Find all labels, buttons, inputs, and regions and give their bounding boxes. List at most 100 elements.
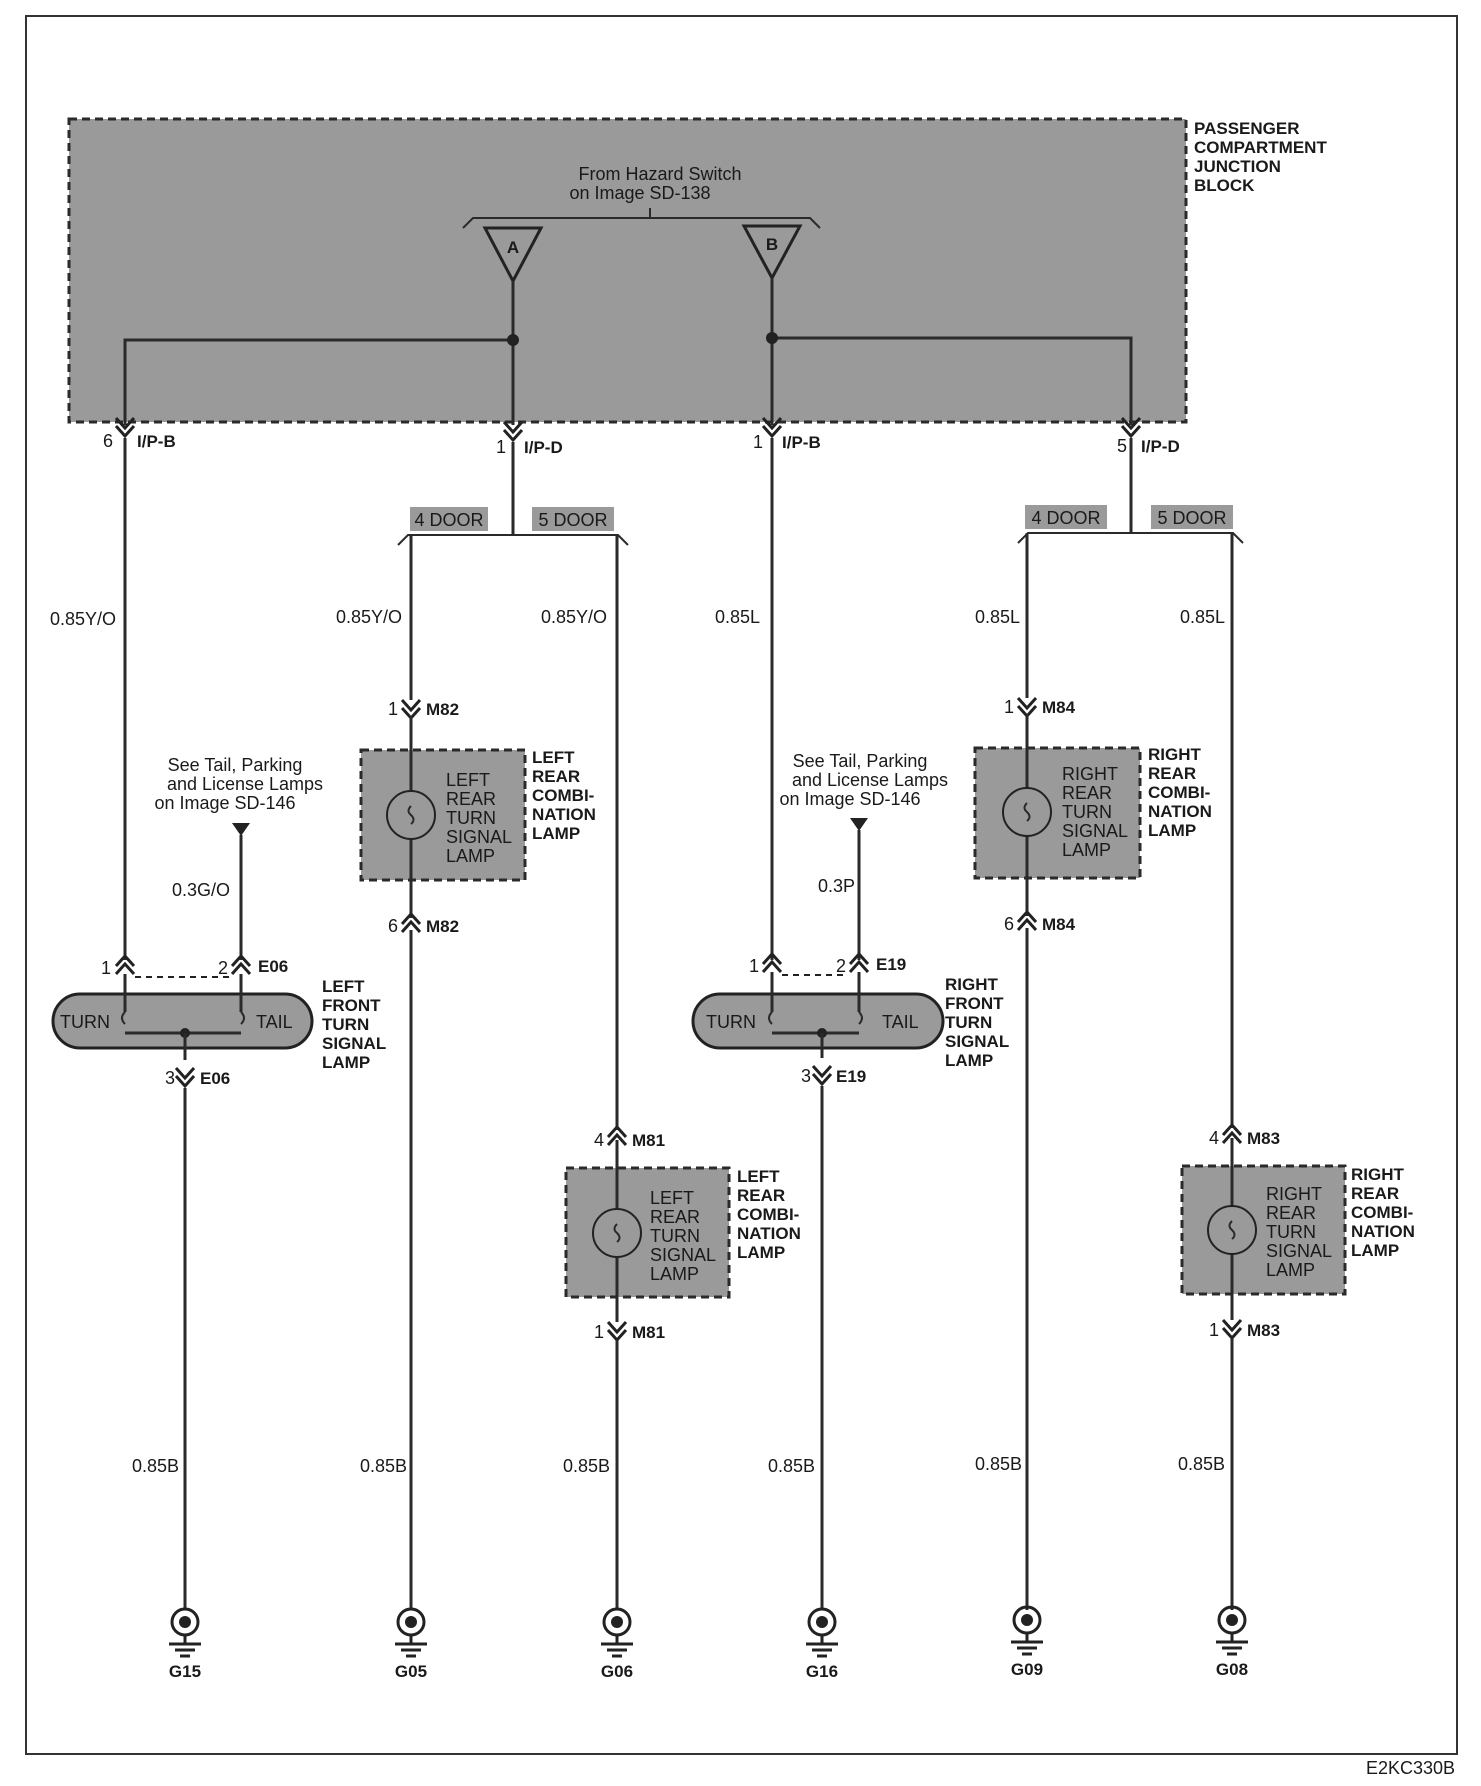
svg-text:M83: M83: [1247, 1321, 1280, 1340]
page-frame: [25, 15, 1458, 1755]
svg-text:M82: M82: [426, 917, 459, 936]
svg-text:6: 6: [1004, 914, 1014, 934]
wire-label-1: 0.85Y/O: [50, 609, 116, 629]
tail-ref-right-1: See Tail, Parking: [793, 751, 928, 771]
svg-text:COMPARTMENT: COMPARTMENT: [1194, 138, 1327, 157]
wire-label-tail-left: 0.3G/O: [172, 880, 230, 900]
hazard-note-1: From Hazard Switch: [578, 164, 741, 184]
jb-title-1: PASSENGER: [1194, 119, 1300, 138]
gnd-wire-3: 0.85B: [563, 1456, 610, 1476]
wire-label-6: 0.85L: [1180, 607, 1225, 627]
svg-text:LAMP: LAMP: [1266, 1260, 1315, 1280]
svg-text:REAR: REAR: [446, 789, 496, 809]
svg-text:COMBI-: COMBI-: [532, 786, 594, 805]
svg-text:LEFT: LEFT: [532, 748, 575, 767]
svg-text:SIGNAL: SIGNAL: [1266, 1241, 1332, 1261]
svg-text:M84: M84: [1042, 698, 1076, 717]
svg-text:2: 2: [836, 956, 846, 976]
gnd-wire-1: 0.85B: [132, 1456, 179, 1476]
svg-text:E06: E06: [258, 957, 288, 976]
svg-text:SIGNAL: SIGNAL: [945, 1032, 1009, 1051]
svg-text:RIGHT: RIGHT: [1351, 1165, 1405, 1184]
output-connector-3: 1 I/P-B: [753, 416, 821, 452]
right-rear-combination-lamp-5door: 4 M83 RIGHT REAR TURN SIGNAL LAMP RIGHT …: [1180, 1123, 1415, 1340]
svg-text:2: 2: [218, 958, 228, 978]
svg-text:3: 3: [165, 1068, 175, 1088]
rf-turn-label: TURN: [706, 1012, 756, 1032]
svg-text:TURN: TURN: [322, 1015, 369, 1034]
svg-text:1: 1: [496, 437, 506, 457]
svg-text:G05: G05: [395, 1662, 427, 1681]
gnd-wire-5: 0.85B: [975, 1454, 1022, 1474]
svg-text:SIGNAL: SIGNAL: [322, 1034, 386, 1053]
rf-tail-label: TAIL: [882, 1012, 919, 1032]
svg-text:4 DOOR: 4 DOOR: [414, 510, 483, 530]
svg-text:NATION: NATION: [1351, 1222, 1415, 1241]
svg-text:6: 6: [103, 431, 113, 451]
tail-ref-left-1: See Tail, Parking: [168, 755, 303, 775]
svg-text:E19: E19: [876, 955, 906, 974]
svg-text:I/P-B: I/P-B: [782, 433, 821, 452]
jb-title-4: BLOCK: [1194, 176, 1255, 195]
tail-ref-left-3: on Image SD-146: [154, 793, 295, 813]
svg-text:RIGHT: RIGHT: [1148, 745, 1202, 764]
svg-text:1: 1: [388, 699, 398, 719]
svg-text:5: 5: [1117, 436, 1127, 456]
svg-text:1: 1: [101, 958, 111, 978]
door-tag-left-5: 5 DOOR: [532, 507, 614, 531]
svg-text:PASSENGER: PASSENGER: [1194, 119, 1300, 138]
svg-text:REAR: REAR: [1148, 764, 1196, 783]
tail-ref-left-2: and License Lamps: [167, 774, 323, 794]
svg-text:I/P-D: I/P-D: [524, 438, 563, 457]
svg-text:1: 1: [1209, 1320, 1219, 1340]
svg-text:NATION: NATION: [1148, 802, 1212, 821]
gnd-wire-4: 0.85B: [768, 1456, 815, 1476]
svg-text:LEFT: LEFT: [650, 1188, 694, 1208]
output-connector-1: 6 I/P-B: [103, 416, 176, 451]
svg-text:FRONT: FRONT: [322, 996, 381, 1015]
svg-text:RIGHT: RIGHT: [945, 975, 999, 994]
svg-text:FRONT: FRONT: [945, 994, 1004, 1013]
svg-text:G09: G09: [1011, 1660, 1043, 1679]
svg-text:G08: G08: [1216, 1660, 1248, 1679]
svg-text:M81: M81: [632, 1323, 665, 1342]
ground-g05: G05: [393, 1607, 429, 1681]
triangle-a: A: [482, 226, 544, 285]
wire-label-5: 0.85L: [975, 607, 1020, 627]
svg-text:TURN: TURN: [1266, 1222, 1316, 1242]
svg-text:LAMP: LAMP: [1148, 821, 1196, 840]
svg-text:REAR: REAR: [1266, 1203, 1316, 1223]
svg-text:COMBI-: COMBI-: [737, 1205, 799, 1224]
ground-g15: G15: [167, 1607, 203, 1681]
svg-text:5 DOOR: 5 DOOR: [1157, 508, 1226, 528]
svg-text:NATION: NATION: [532, 805, 596, 824]
ground-g09: G09: [1009, 1605, 1045, 1679]
svg-text:LAMP: LAMP: [1062, 840, 1111, 860]
svg-text:BLOCK: BLOCK: [1194, 176, 1255, 195]
gnd-wire-2: 0.85B: [360, 1456, 407, 1476]
svg-text:REAR: REAR: [737, 1186, 785, 1205]
svg-text:SIGNAL: SIGNAL: [1062, 821, 1128, 841]
svg-text:TURN: TURN: [446, 808, 496, 828]
svg-text:JUNCTION: JUNCTION: [1194, 157, 1281, 176]
output-connector-4: 5 I/P-D: [1117, 416, 1180, 456]
wire-label-3: 0.85Y/O: [541, 607, 607, 627]
svg-text:I/P-D: I/P-D: [1141, 437, 1180, 456]
svg-text:LAMP: LAMP: [446, 846, 495, 866]
door-tag-left-4: 4 DOOR: [410, 507, 488, 531]
svg-text:TURN: TURN: [945, 1013, 992, 1032]
junction-block: PASSENGER COMPARTMENT JUNCTION BLOCK Fro…: [67, 117, 1327, 425]
svg-text:G06: G06: [601, 1662, 633, 1681]
output-connector-2: 1 I/P-D: [496, 420, 563, 457]
gnd-wire-6: 0.85B: [1178, 1454, 1225, 1474]
svg-text:COMBI-: COMBI-: [1351, 1203, 1413, 1222]
svg-text:1: 1: [749, 956, 759, 976]
jb-title-3: JUNCTION: [1194, 157, 1281, 176]
svg-text:1: 1: [594, 1322, 604, 1342]
svg-text:B: B: [766, 235, 778, 254]
svg-text:RIGHT: RIGHT: [1062, 764, 1118, 784]
svg-text:REAR: REAR: [650, 1207, 700, 1227]
svg-text:I/P-B: I/P-B: [137, 432, 176, 451]
triangle-b: B: [741, 224, 803, 282]
svg-text:LAMP: LAMP: [532, 824, 580, 843]
